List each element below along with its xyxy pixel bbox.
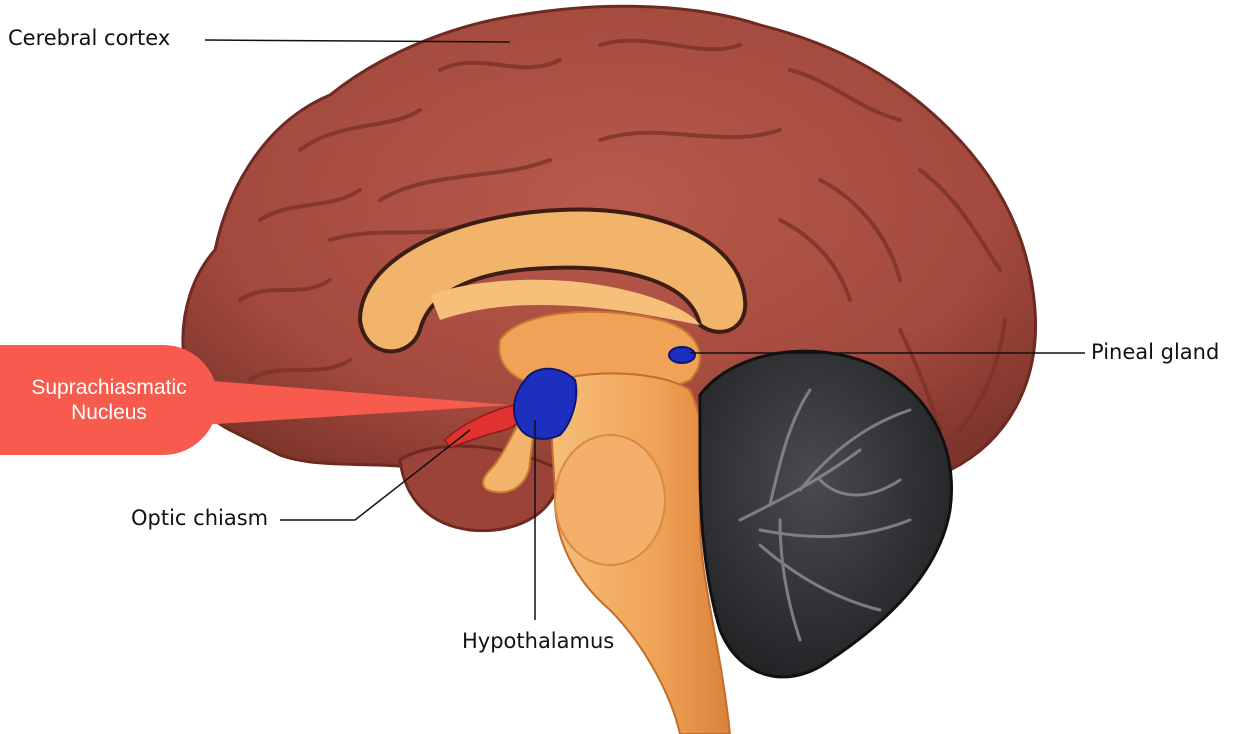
leader-lines <box>204 39 1085 620</box>
temporal-lobe <box>398 444 562 533</box>
pons <box>554 434 666 566</box>
arbor-vitae <box>738 388 912 642</box>
callout-pointer <box>200 380 510 425</box>
label-optic-chiasm: Optic chiasm <box>131 506 269 530</box>
label-pineal-gland: Pineal gland <box>1091 340 1220 364</box>
leader-optic-chiasm <box>280 429 471 521</box>
label-hypothalamus: Hypothalamus <box>462 629 615 653</box>
hypothalamus-region <box>513 367 578 440</box>
corpus-callosum <box>357 207 748 354</box>
fornix <box>430 279 700 325</box>
pituitary-stalk <box>482 419 534 494</box>
callout-line-2: Nucleus <box>71 401 147 424</box>
callout-line-1: Suprachiasmatic <box>31 375 187 399</box>
gyri-folds <box>238 38 1007 432</box>
pineal-gland <box>668 346 696 364</box>
cerebellum <box>698 349 953 679</box>
suprachiasmatic-nucleus-callout: Suprachiasmatic Nucleus <box>0 345 218 455</box>
leader-cerebral-cortex <box>204 39 511 43</box>
label-cerebral-cortex: Cerebral cortex <box>8 26 171 50</box>
